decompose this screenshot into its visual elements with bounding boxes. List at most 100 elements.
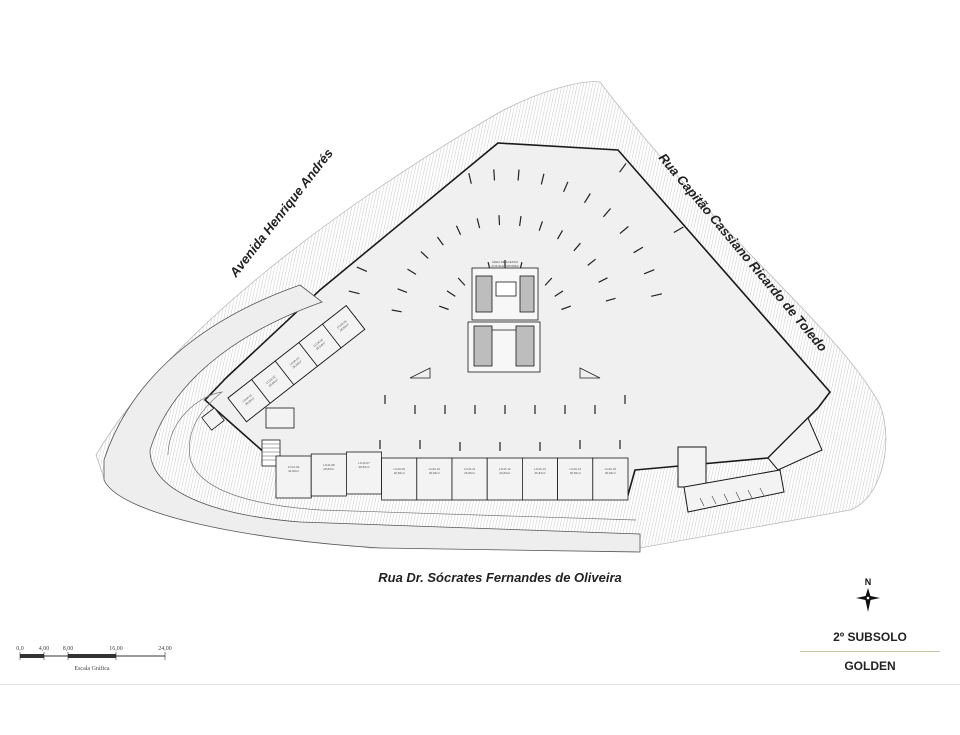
scale-bar: 0,0 4,00 8,00 16,00 24,00 Escala Gráfica [16,646,172,672]
stall-mark [651,293,663,297]
stall-mark [498,215,501,226]
stall-mark [563,181,569,193]
stall-mark [397,288,408,293]
store-area: 28,84m² [323,467,334,471]
store-name: LOJA 03 [289,356,301,366]
store-area: 34,84m² [288,469,299,473]
store-name: LOJA 02 [265,374,277,384]
stall-mark [446,290,456,297]
street-south-label: Rua Dr. Sócrates Fernandes de Oliveira [378,570,622,585]
store-unit [486,457,523,501]
store-area: 30,84m² [570,471,581,475]
store-area: 26,84m² [394,471,405,475]
store-area: 26,84m² [315,341,326,351]
store-area: 26,84m² [268,378,279,388]
stall-mark [407,268,417,275]
scale-tick-label: 0,0 [16,646,24,652]
store-unit [310,453,347,497]
stall-mark [540,173,545,185]
project-title: GOLDEN [844,659,896,673]
store-area: 26,84m² [429,471,440,475]
store-name: LOJA 15 [605,467,617,471]
stall-mark [391,309,402,313]
store-area: 26,84m² [499,471,510,475]
stall-mark [538,221,543,231]
stall-mark [517,169,520,181]
stall-mark [420,251,429,259]
access-ramp [103,284,641,553]
frame-bottom-line [0,684,960,685]
stall-mark [468,172,472,184]
store-name: LOJA 14 [569,467,581,471]
north-arrow-icon [856,588,880,612]
stall-mark [493,169,496,181]
store-name: LOJA 01 [241,393,253,403]
store-name: LOJA 07 [358,461,370,465]
store-name: LOJA 08 [323,463,335,467]
east-ramp-structure [677,417,823,513]
east-ramp-marks [699,487,765,507]
stall-mark [643,269,655,275]
store-name: LOJA 10 [429,467,441,471]
title-divider [800,651,940,652]
store-unit [522,457,559,501]
store-name: LOJA 04 [312,337,324,347]
store-unit [416,457,453,501]
store-area: 28,84m² [358,465,369,469]
stall-mark [573,242,581,252]
store-name: LOJA 13 [534,467,546,471]
store-area: 26,84m² [291,359,302,369]
stall-mark [455,225,462,236]
scale-tick-label: 24,00 [158,646,172,652]
elevator-core [467,267,541,373]
stall-mark [673,226,684,234]
scale-tick-label: 4,00 [39,646,50,652]
stall-mark [436,236,444,246]
ramp-inner-curve [167,391,637,521]
scale-tick-label: 16,00 [109,646,123,652]
stall-mark [554,290,564,297]
store-name: LOJA 12 [499,467,511,471]
stall-mark [605,297,616,302]
ramp-arrow-icon [409,367,431,379]
ramp-arrow-icon [579,367,601,379]
level-title: 2º SUBSOLO [833,630,907,644]
scale-tick-label: 8,00 [63,646,74,652]
store-area: 26,84m² [534,471,545,475]
stall-mark [519,216,522,227]
store-unit [592,457,629,501]
technical-rooms [201,407,295,467]
stall-mark [438,305,449,311]
store-unit [321,305,366,349]
stall-mark [457,277,466,286]
scale-caption: Escala Gráfica [74,665,109,672]
store-unit [451,457,488,501]
store-area: 26,84m² [339,323,350,333]
stall-mark [583,193,591,204]
stall-mark [587,258,596,266]
store-name: LOJA 11 [464,467,476,471]
stall-mark [476,218,481,229]
core-label-line-2: AOS ELEVADORES [491,264,518,268]
store-area: 26,84m² [464,471,475,475]
store-name: LOJA 09 [288,465,300,469]
stall-mark [544,277,553,286]
stall-mark [619,226,629,235]
store-unit [557,457,594,501]
stall-mark [348,290,360,295]
stall-mark [619,162,627,173]
store-unit [381,457,418,501]
stall-mark [633,246,644,254]
stall-mark [598,277,608,283]
stall-mark [561,305,572,311]
stall-mark [556,230,564,240]
north-label: N [865,577,872,587]
stall-mark [356,266,368,272]
store-unit [275,455,312,499]
store-name: LOJA 06 [393,467,405,471]
store-area: 30,84m² [605,471,616,475]
store-name: LOJA 05 [336,319,348,329]
